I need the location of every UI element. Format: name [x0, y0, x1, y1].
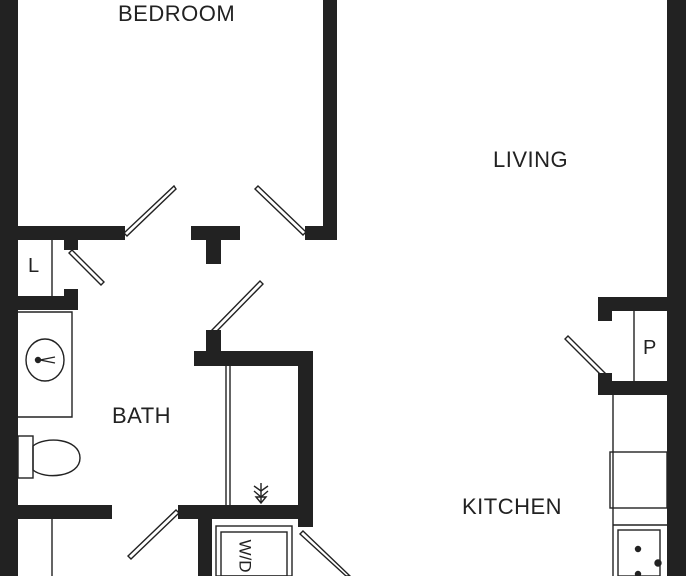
wd-closet-door: [298, 530, 352, 576]
linen-bottom-wall: [18, 296, 78, 310]
bath-bottom-wall-left: [18, 505, 112, 519]
linen-jamb: [64, 240, 78, 250]
room-label-living: LIVING: [493, 147, 569, 172]
washer-dryer-box: [215, 525, 293, 576]
refrigerator: [609, 451, 668, 509]
bedroom-bottom-wall: [18, 226, 125, 240]
sink-counter: [18, 311, 73, 418]
bath-bottom-wall-right: [178, 505, 313, 519]
sink-drain-icon: [34, 356, 42, 364]
bedroom-right-wall: [323, 0, 337, 240]
doors: [68, 184, 606, 576]
range-icon: [617, 529, 661, 576]
burner-icon-3: [654, 559, 662, 567]
shower-right-wall: [298, 351, 313, 527]
linen-door: [68, 249, 105, 286]
sink-faucet-icon: [39, 356, 56, 361]
outer-right-wall: [667, 0, 686, 576]
pantry-door: [564, 335, 606, 377]
toilet-bowl-icon: [32, 439, 81, 477]
pantry-bottom-jamb: [598, 373, 612, 395]
room-label-bath: BATH: [112, 403, 172, 428]
room-label-kitchen: KITCHEN: [462, 494, 563, 519]
pantry-top-jamb: [598, 297, 612, 321]
fixtures: [17, 338, 662, 576]
shower-top-wall: [194, 351, 313, 366]
bedroom-right-wall-stub: [305, 226, 337, 240]
bath-lower-door: [126, 509, 181, 560]
burner-icon: [634, 545, 642, 553]
bath-door-jamb: [206, 330, 221, 352]
closet-label-pantry: P: [643, 337, 657, 359]
appliance-label-washer-dryer: W/D: [235, 539, 255, 573]
room-label-bedroom: BEDROOM: [118, 1, 236, 26]
closet-label-linen: L: [28, 255, 40, 277]
sink-faucet-icon-2: [39, 359, 56, 364]
bedroom-door-left: [122, 184, 177, 237]
bedroom-door-right: [253, 185, 308, 236]
t-wall-top: [191, 226, 240, 240]
sink-basin-icon: [25, 338, 65, 382]
bath-door: [211, 280, 264, 334]
toilet-tank-icon: [17, 435, 34, 479]
pantry-bottom-wall: [598, 381, 667, 395]
wd-closet-left-wall: [198, 519, 212, 576]
linen-bottom-jamb: [64, 289, 78, 299]
shower-drain-icon: [253, 483, 269, 505]
pantry-top-wall: [598, 297, 667, 311]
thin-lines: [18, 240, 668, 576]
outer-left-wall: [0, 0, 18, 576]
burner-icon-2: [634, 570, 642, 576]
washer-dryer-inner: [220, 531, 288, 576]
t-wall-stem: [206, 240, 221, 264]
